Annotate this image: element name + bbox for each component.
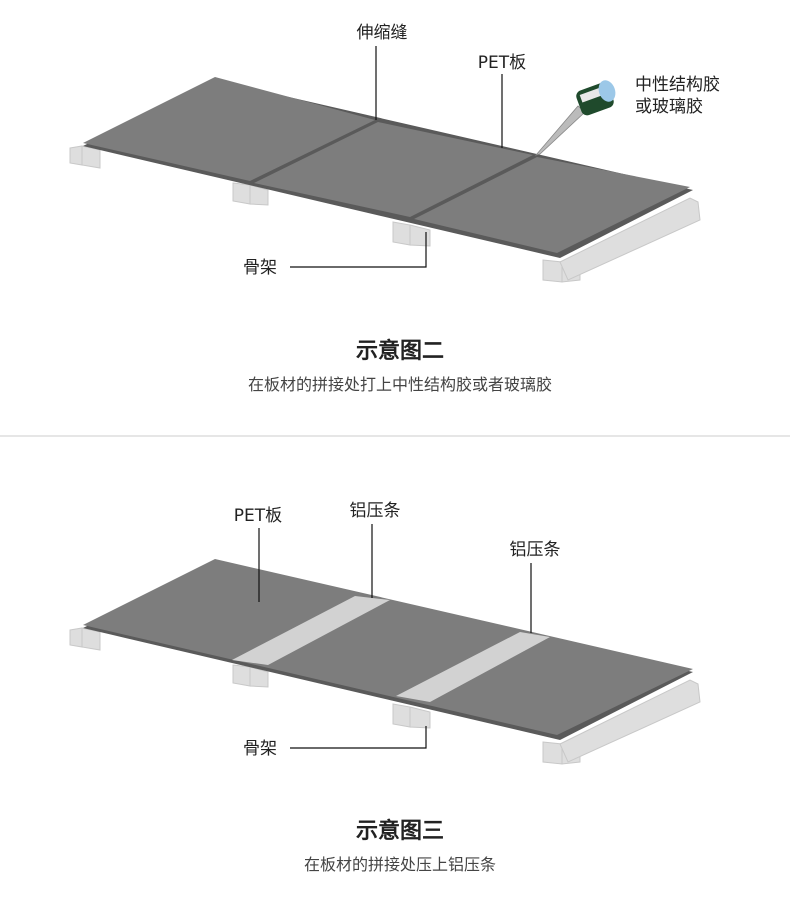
label-frame: 骨架 (243, 258, 277, 278)
frame-skeleton (69, 627, 701, 765)
label-pet-board-3: PET板 (234, 506, 282, 526)
label-frame-3: 骨架 (243, 739, 277, 759)
pet-panels (83, 77, 693, 258)
diagram-two-subtitle: 在板材的拼接处打上中性结构胶或者玻璃胶 (248, 375, 552, 394)
label-sealant-line2: 或玻璃胶 (635, 97, 703, 117)
leader-frame (290, 232, 427, 268)
diagram-two-title: 示意图二 (356, 338, 444, 364)
leader-frame-3 (290, 726, 427, 749)
pet-panels (83, 559, 693, 740)
pet-panel-1 (83, 77, 375, 181)
frame-skeleton (69, 145, 701, 283)
diagram-three-title: 示意图三 (356, 818, 444, 844)
diagram-three-subtitle: 在板材的拼接处压上铝压条 (304, 855, 496, 874)
glue-tube-icon (534, 80, 616, 156)
diagram-three (69, 559, 701, 765)
label-aluminum-strip-1: 铝压条 (350, 501, 401, 521)
pet-panel-2 (254, 122, 533, 217)
aluminum-strip-1 (232, 596, 390, 665)
aluminum-strip-2 (396, 632, 550, 702)
label-sealant-line1: 中性结构胶 (635, 75, 720, 95)
pet-panel (83, 559, 693, 735)
label-expansion-joint: 伸缩缝 (357, 23, 408, 43)
diagram-two: 伸缩缝 PET板 中性结构胶 或玻璃胶 骨架 示意图二 在板材的拼接处打上中性结… (69, 23, 720, 394)
label-aluminum-strip-2: 铝压条 (510, 540, 561, 560)
pet-panel-3 (414, 157, 690, 253)
label-pet-board: PET板 (478, 53, 526, 73)
